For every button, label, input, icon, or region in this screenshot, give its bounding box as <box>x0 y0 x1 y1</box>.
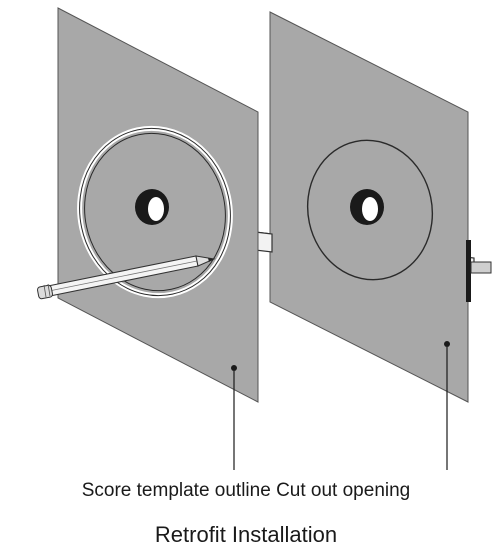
right-panel-dot <box>444 341 450 347</box>
cut-outline <box>306 139 434 281</box>
left-panel-dot <box>231 365 237 371</box>
right-panel <box>269 11 492 470</box>
rear-bracket <box>466 240 471 302</box>
cut-out-label: Cut out opening <box>276 480 411 501</box>
pencil <box>37 255 216 300</box>
caption-labels: Score template outline Cut out opening <box>0 480 492 502</box>
diagram-title: Retrofit Installation <box>154 522 338 547</box>
left-panel <box>57 7 259 470</box>
score-template-label: Score template outline <box>81 480 271 501</box>
